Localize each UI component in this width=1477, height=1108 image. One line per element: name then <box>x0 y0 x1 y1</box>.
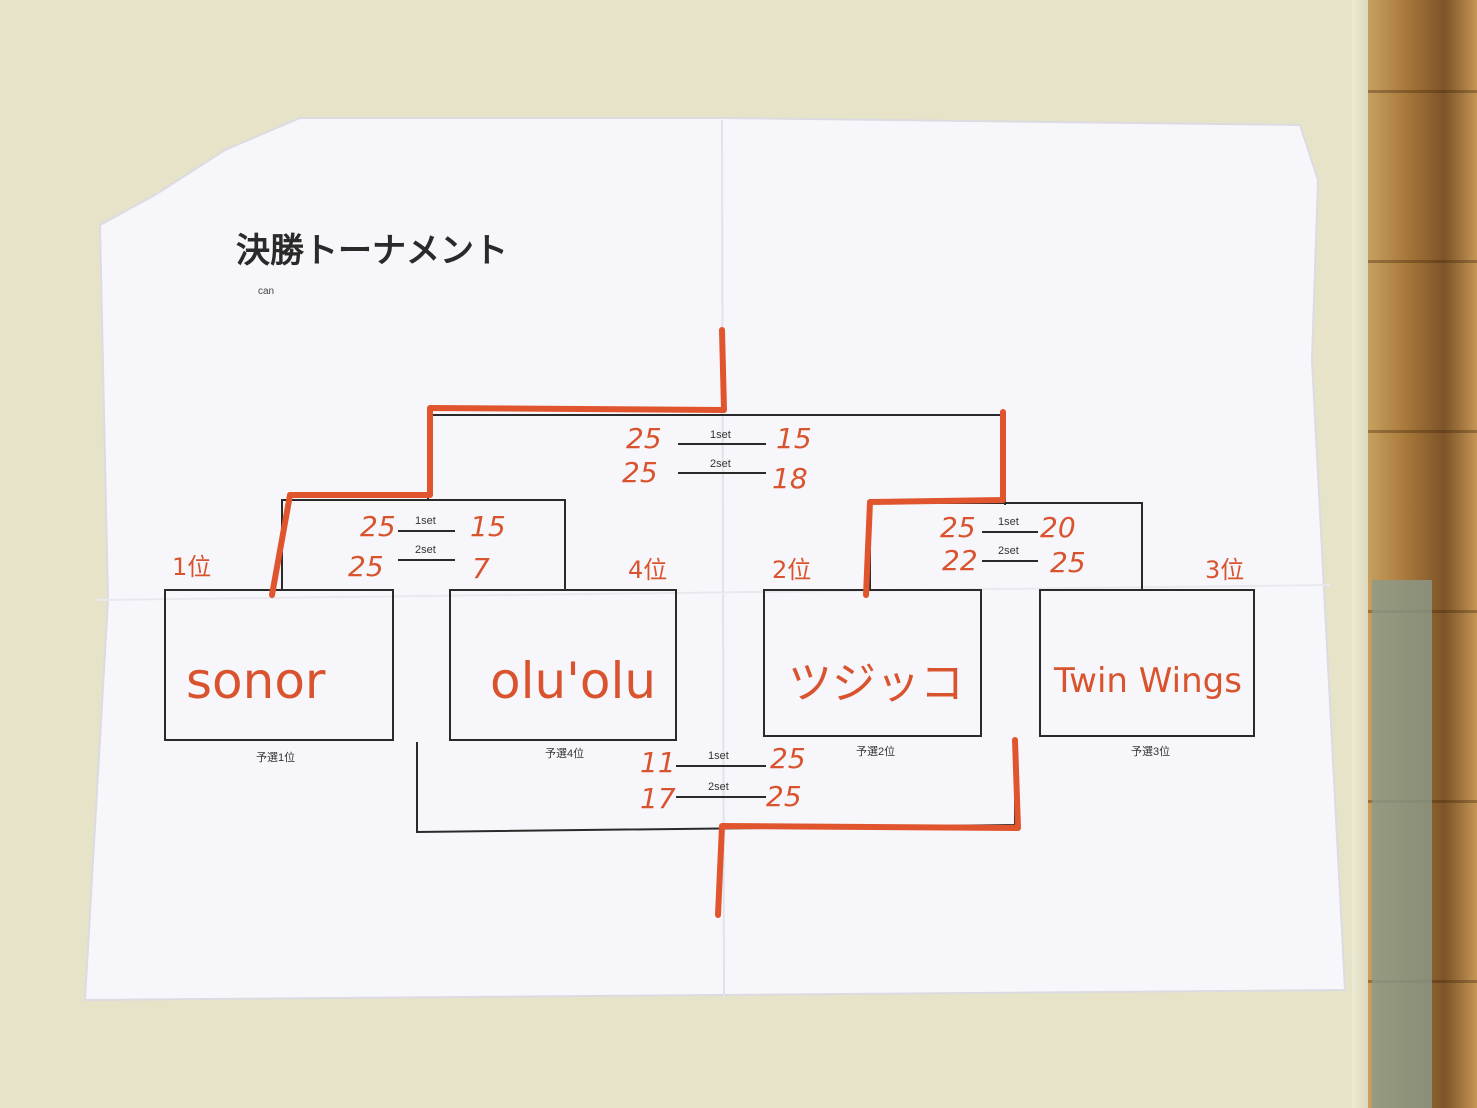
table-edge <box>1352 0 1370 1108</box>
final-set1-right: 15 <box>776 422 812 455</box>
prelim-label-sonor: 予選1位 <box>256 750 295 764</box>
semi-right-set1-left: 25 <box>940 511 976 544</box>
rank-twinwings: 3位 <box>1205 556 1244 584</box>
team-box-tsujikko <box>763 589 982 737</box>
final-set2-left: 25 <box>622 456 658 489</box>
prelim-label-tsujikko: 予選2位 <box>856 744 895 758</box>
final-set1-left: 25 <box>626 422 662 455</box>
paper-sheet <box>83 117 1347 1002</box>
semi-left-set2-left: 25 <box>348 550 384 583</box>
third-set1-left: 11 <box>640 746 676 779</box>
semi-right-set2-right: 25 <box>1050 546 1086 579</box>
rank-sonor: 1位 <box>172 553 211 581</box>
prelim-label-twinwings: 予選3位 <box>1131 744 1170 758</box>
prelim-label-oluolu: 予選4位 <box>545 746 584 760</box>
semi-right-set2-left: 22 <box>942 544 978 577</box>
rank-tsujikko: 2位 <box>772 556 811 584</box>
third-set2-right: 25 <box>766 780 802 813</box>
semi-left-set2-label: 2set <box>415 544 436 556</box>
final-set2-label: 2set <box>710 458 731 470</box>
sheet-title: 決勝トーナメント <box>236 232 508 270</box>
third-set1-right: 25 <box>770 742 806 775</box>
team-name-twinwings: Twin Wings <box>1053 661 1242 701</box>
final-set2-right: 18 <box>772 462 808 495</box>
sheet-author: can <box>258 286 274 297</box>
green-cloth <box>1372 580 1432 1108</box>
third-set2-label: 2set <box>708 781 729 793</box>
semi-left-set1-left: 25 <box>360 510 396 543</box>
semi-right-set2-label: 2set <box>998 545 1019 557</box>
semi-left-set1-right: 15 <box>470 510 506 543</box>
semi-left-set2-right: 7 <box>472 552 490 585</box>
team-box-twinwings <box>1039 589 1255 737</box>
final-set1-label: 1set <box>710 429 731 441</box>
team-box-oluolu <box>449 589 677 741</box>
semi-left-set1-label: 1set <box>415 515 436 527</box>
third-set2-left: 17 <box>640 782 676 815</box>
winner-marker-paths <box>269 327 1021 918</box>
semi-right-set1-right: 20 <box>1040 511 1076 544</box>
team-name-sonor: sonor <box>186 652 326 710</box>
semi-right-set1-label: 1set <box>998 516 1019 528</box>
team-box-sonor <box>164 589 394 741</box>
team-name-tsujikko: ツジッコ <box>788 658 964 709</box>
third-set1-label: 1set <box>708 750 729 762</box>
paper-fold-horizontal <box>94 584 1331 601</box>
team-name-oluolu: olu'olu <box>490 652 656 710</box>
rank-oluolu: 4位 <box>628 556 667 584</box>
